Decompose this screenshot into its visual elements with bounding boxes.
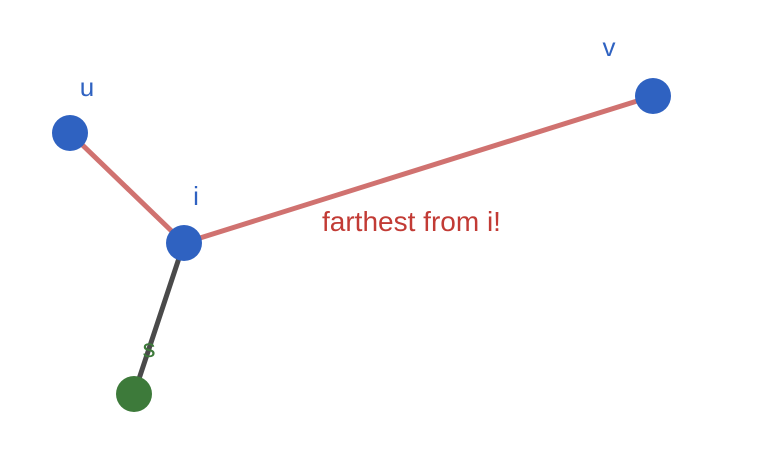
node-label-v: v (603, 32, 616, 62)
node-i (166, 225, 202, 261)
node-label-u: u (80, 72, 94, 102)
node-v (635, 78, 671, 114)
edge-i-v (181, 93, 656, 246)
edge-i-s (131, 240, 187, 397)
node-label-i: i (193, 181, 199, 211)
farthest-annotation: farthest from i! (322, 206, 501, 237)
node-s (116, 376, 152, 412)
node-label-s: s (143, 333, 156, 363)
node-u (52, 115, 88, 151)
edge-i-u (67, 130, 187, 246)
